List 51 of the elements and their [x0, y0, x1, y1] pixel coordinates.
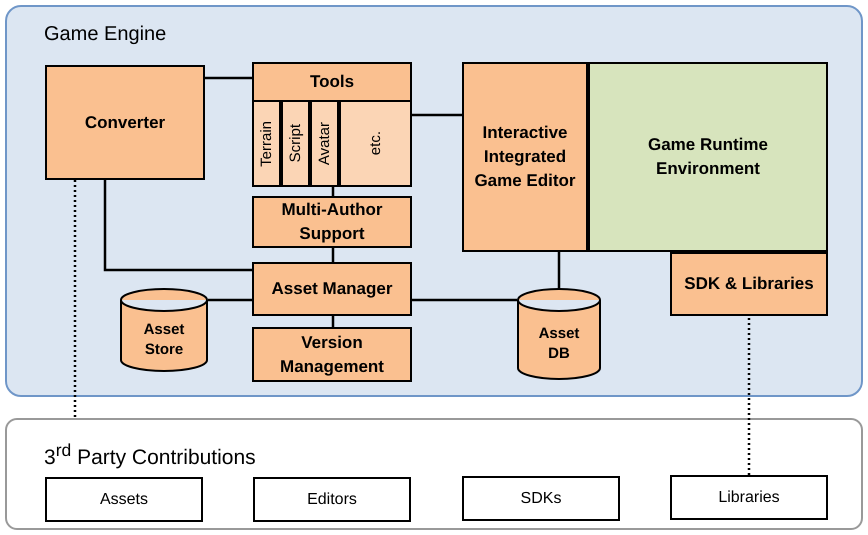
component-box	[252, 327, 412, 382]
node-label: Game Runtime Environment	[647, 134, 769, 180]
node-label: Editors	[307, 490, 357, 508]
connector-line	[332, 316, 334, 327]
tool-tab	[252, 100, 281, 187]
tool-tab	[310, 100, 339, 187]
database-cylinder	[517, 288, 601, 380]
node-label: Assets	[100, 490, 148, 508]
dotted-line	[74, 180, 76, 418]
node-label: Asset DB	[538, 324, 580, 364]
connector-line	[332, 248, 334, 262]
connector-line	[205, 76, 252, 80]
contributions-panel	[5, 418, 863, 530]
panel-title: Game Engine	[44, 23, 166, 46]
node-label: Version Management	[279, 332, 385, 378]
node-label: Tools	[308, 71, 356, 93]
contribution-box	[462, 476, 620, 521]
node-label: Avatar	[316, 122, 333, 166]
engine-panel	[5, 5, 863, 397]
tool-tab	[281, 100, 310, 187]
connector-line	[412, 298, 517, 302]
node-label: Asset Manager	[272, 278, 392, 300]
node-label: Multi-Author Support	[280, 199, 384, 245]
connector-line	[558, 252, 560, 288]
tool-tab	[339, 100, 412, 187]
runtime-box	[588, 62, 828, 252]
node-label: etc.	[367, 131, 384, 156]
contribution-box	[45, 477, 203, 522]
node-label: Libraries	[718, 488, 780, 506]
tools-box	[252, 62, 412, 187]
node-label: Script	[287, 124, 304, 163]
dotted-line	[748, 316, 750, 475]
connector-line	[208, 298, 252, 302]
connector-line	[412, 114, 462, 116]
component-box	[670, 252, 828, 316]
node-label: Terrain	[258, 120, 275, 166]
panel-title: 3$^{rd}$ Party Contributions	[44, 440, 256, 470]
connector-line	[104, 180, 252, 272]
node-label: Interactive Integrated Game Editor	[473, 122, 577, 192]
node-label: SDKs	[520, 490, 562, 508]
contribution-box	[253, 477, 411, 522]
component-box	[252, 196, 412, 248]
component-box	[462, 62, 588, 252]
connector-line	[332, 187, 334, 196]
database-cylinder	[120, 288, 208, 372]
node-label: Asset Store	[142, 320, 186, 360]
node-label: Converter	[84, 112, 166, 134]
contribution-box	[670, 475, 828, 520]
component-box	[45, 65, 205, 180]
node-label: SDK & Libraries	[684, 273, 814, 295]
component-box	[252, 262, 412, 316]
